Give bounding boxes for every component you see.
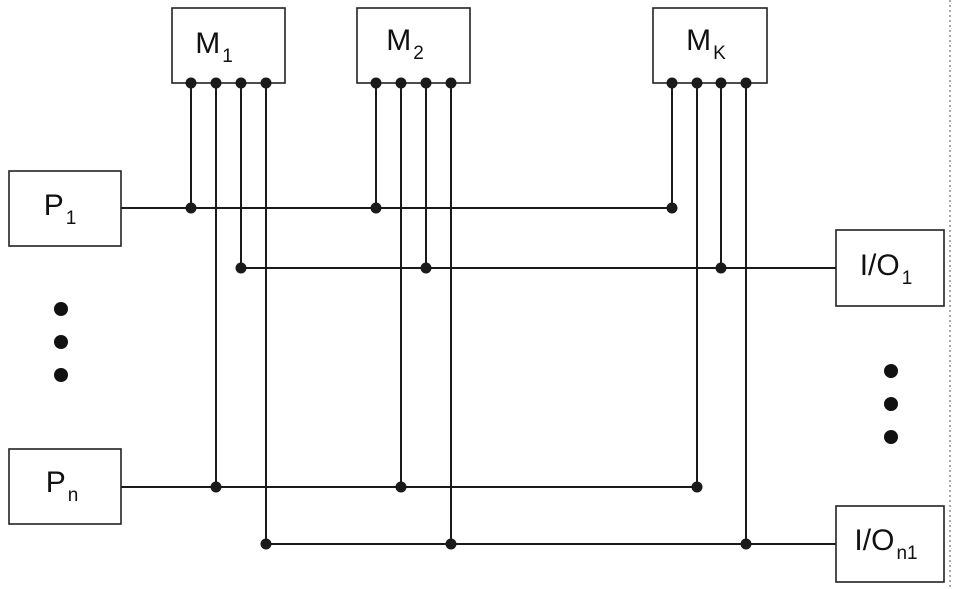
m2-pin <box>445 77 457 89</box>
ellipsis-dot <box>884 364 898 378</box>
m2-pin <box>395 77 407 89</box>
junction-io1-m2 <box>420 262 432 274</box>
junction-ion1-m1 <box>260 538 272 550</box>
mk-pin <box>740 77 752 89</box>
junction-p1-m1 <box>185 202 197 214</box>
junction-io1-mk <box>715 262 727 274</box>
junction-io1-m1 <box>235 262 247 274</box>
horizontal-bus-lines <box>121 207 836 545</box>
p1-box <box>8 170 122 247</box>
m1-pin <box>210 77 222 89</box>
mk-pin <box>715 77 727 89</box>
m2-pin <box>420 77 432 89</box>
junction-pn-m1 <box>210 481 222 493</box>
mk-pin <box>691 77 703 89</box>
ellipsis-dot <box>884 397 898 411</box>
junctions <box>185 202 752 550</box>
ellipsis-dot <box>54 368 68 382</box>
m1-pin <box>235 77 247 89</box>
memory-bus-lines <box>190 83 747 544</box>
junction-p1-mk <box>666 202 678 214</box>
memory-pins <box>185 77 752 89</box>
mk-pin <box>666 77 678 89</box>
junction-ion1-mk <box>740 538 752 550</box>
io1-box <box>835 229 945 307</box>
mk-box <box>652 7 768 84</box>
m1-box <box>171 7 286 84</box>
m1-pin <box>185 77 197 89</box>
io-ellipsis <box>884 364 898 444</box>
processor-ellipsis <box>54 302 68 382</box>
ellipsis-dot <box>54 335 68 349</box>
ellipsis-dot <box>54 302 68 316</box>
pn-box <box>8 448 122 525</box>
junction-pn-m2 <box>395 481 407 493</box>
junction-p1-m2 <box>370 202 382 214</box>
ion1-box <box>835 505 945 583</box>
junction-ion1-m2 <box>445 538 457 550</box>
m1-pin <box>260 77 272 89</box>
junction-pn-mk <box>691 481 703 493</box>
ellipsis-dot <box>884 430 898 444</box>
m2-box <box>356 7 471 84</box>
m2-pin <box>370 77 382 89</box>
